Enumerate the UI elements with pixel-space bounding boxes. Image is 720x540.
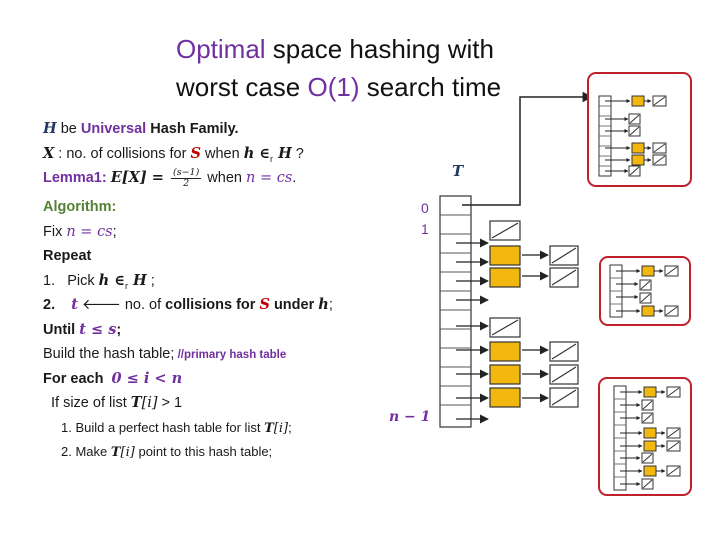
- title-line-1: Optimal space hashing with: [176, 34, 494, 64]
- primary-chains: [456, 238, 549, 424]
- line-collisions-def: X : no. of collisions for S when h ∈r H …: [43, 144, 304, 164]
- index-0-label: 0: [421, 200, 429, 216]
- algorithm-heading: Algorithm:: [43, 199, 117, 215]
- secondary-table-1: [587, 72, 692, 187]
- primary-table: [439, 195, 472, 428]
- sub-step-point: 2. Make T[i] point to this hash table;: [61, 444, 273, 460]
- line-repeat: Repeat: [43, 248, 92, 264]
- line-for-each: For each 0 ≤ i < n: [43, 369, 183, 387]
- table-label: T: [452, 162, 465, 180]
- line-if-size: If size of list T[i] > 1: [51, 394, 183, 411]
- index-1-label: 1: [421, 221, 429, 237]
- line-until: Until t ≤ s;: [43, 320, 122, 338]
- line-lemma: Lemma1: E[X] = (s−1)2 when n = cs.: [43, 166, 297, 189]
- secondary-table-2: [599, 256, 691, 326]
- step-pick: 1. Pick h ∈r H ;: [43, 271, 155, 291]
- line-fix: Fix n = cs;: [43, 223, 117, 240]
- algorithm-panel: H be Universal Hash Family. X : no. of c…: [43, 117, 393, 465]
- index-last-label: n − 1: [389, 409, 430, 425]
- step-count-collisions: 2. t 🡐 no. of collisions for S under h;: [43, 296, 333, 313]
- secondary-table-3: [598, 377, 692, 496]
- chain-nodes: [489, 220, 579, 408]
- line-build-table: Build the hash table; //primary hash tab…: [43, 346, 287, 362]
- sub-step-build: 1. Build a perfect hash table for list T…: [61, 419, 292, 436]
- pointer-to-secondary-1: [462, 91, 594, 206]
- lemma-fraction: (s−1)2: [170, 166, 202, 189]
- slide-title: Optimal space hashing with worst case O(…: [176, 30, 556, 106]
- title-line-2: worst case O(1) search time: [176, 72, 502, 102]
- line-universal-family: H be Universal Hash Family.: [43, 120, 239, 137]
